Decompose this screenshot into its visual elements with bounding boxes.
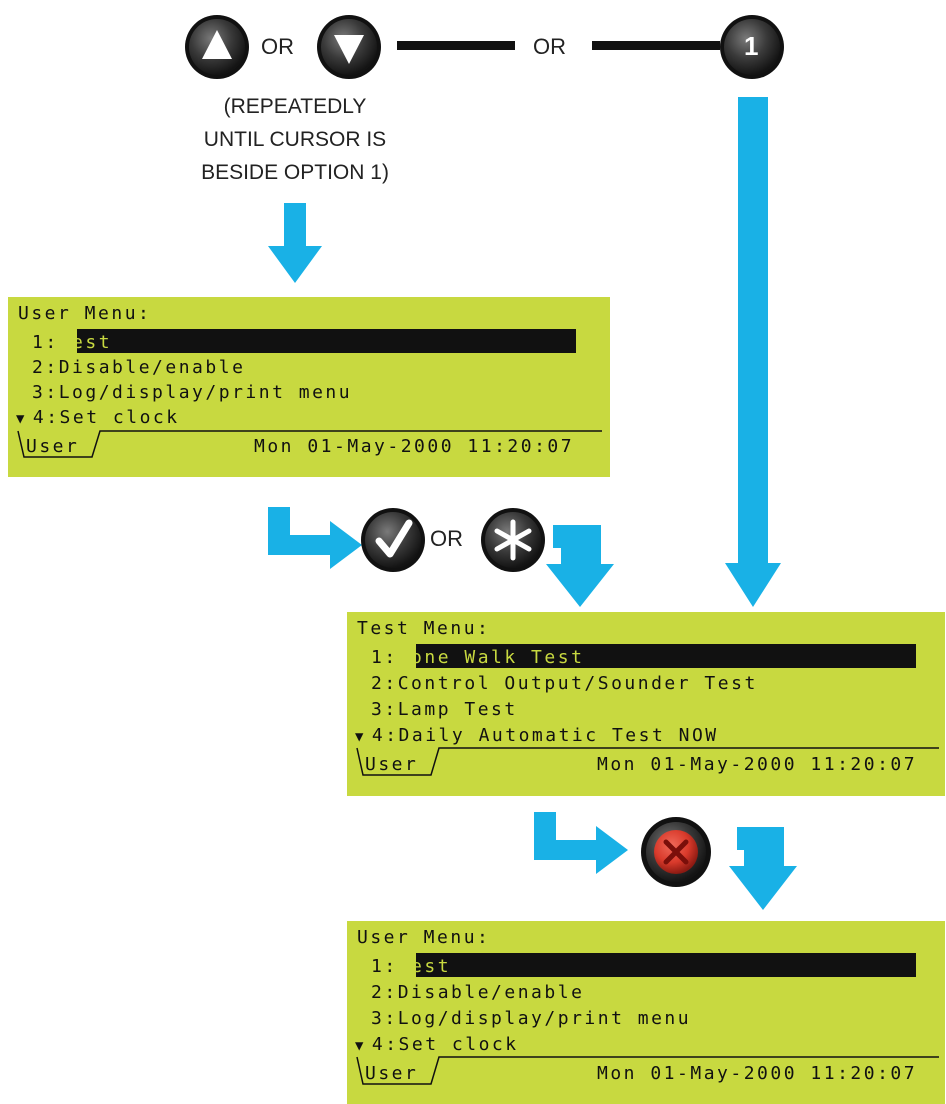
number-one-key-label: 1: [744, 31, 759, 61]
flow-arrow-bent-down-1: [546, 525, 614, 607]
lcd-screen-user-menu-return: User Menu: 1:Test 2:Disable/enable 3:Log…: [347, 921, 945, 1104]
selection-highlight: [416, 953, 916, 977]
menu-item-3[interactable]: 3:Log/display/print menu: [371, 1008, 692, 1029]
asterisk-icon: [494, 519, 532, 561]
menu-item-4[interactable]: ▼ 4:Set clock: [16, 407, 180, 428]
menu-item-number: 2:: [371, 982, 398, 1003]
menu-item-label: Disable/enable: [58, 357, 246, 378]
tick-icon: [375, 519, 413, 558]
menu-item-label: Test: [397, 956, 452, 977]
connector-line-right: [592, 41, 720, 50]
screen-title: User Menu:: [357, 927, 491, 948]
down-arrow-key[interactable]: [317, 15, 381, 79]
scroll-down-icon: ▼: [355, 729, 372, 745]
menu-item-label: Set clock: [398, 1034, 519, 1055]
flow-arrow-bent-right-2: [534, 812, 628, 874]
connector-line-left: [397, 41, 515, 50]
menu-item-1[interactable]: 1:Zone Walk Test: [371, 647, 585, 668]
status-tab: User: [26, 436, 80, 457]
menu-item-label: Log/display/print menu: [58, 382, 353, 403]
star-key[interactable]: [481, 508, 545, 572]
menu-item-number: 3:: [32, 382, 59, 403]
number-one-key[interactable]: [720, 15, 784, 79]
status-bar-frame: [17, 430, 602, 458]
menu-item-label: Daily Automatic Test NOW: [398, 725, 719, 746]
or-label-arrows: OR: [261, 34, 294, 59]
repeat-note: (REPEATEDLY UNTIL CURSOR IS BESIDE OPTIO…: [165, 90, 425, 189]
menu-item-2[interactable]: 2:Control Output/Sounder Test: [371, 673, 758, 694]
note-line-3: BESIDE OPTION 1): [201, 161, 389, 184]
menu-item-label: Log/display/print menu: [397, 1008, 692, 1029]
menu-item-1[interactable]: 1:Test: [371, 956, 452, 977]
scroll-down-icon: ▼: [16, 411, 33, 427]
menu-item-label: Control Output/Sounder Test: [397, 673, 758, 694]
selection-highlight: [416, 644, 916, 668]
menu-item-label: Lamp Test: [397, 699, 518, 720]
menu-item-label: Zone Walk Test: [397, 647, 585, 668]
close-icon: [663, 839, 689, 865]
screen-title: Test Menu:: [357, 618, 491, 639]
or-label-keys: OR: [430, 526, 463, 551]
note-line-2: UNTIL CURSOR IS: [203, 128, 387, 151]
selection-highlight: [77, 329, 576, 353]
enter-tick-key[interactable]: [361, 508, 425, 572]
menu-item-3[interactable]: 3:Lamp Test: [371, 699, 518, 720]
menu-item-4[interactable]: ▼ 4:Set clock: [355, 1034, 519, 1055]
menu-item-label: Test: [58, 332, 113, 353]
down-triangle-icon: [334, 35, 364, 64]
flow-arrow-bent-down-2: [729, 827, 797, 910]
menu-item-number: 3:: [371, 1008, 398, 1029]
scroll-down-icon: ▼: [355, 1038, 372, 1054]
menu-item-number: 4:: [371, 725, 399, 746]
status-datetime: Mon 01-May-2000 11:20:07: [597, 1063, 918, 1084]
cancel-x-key[interactable]: [641, 817, 711, 887]
menu-item-number: 2:: [32, 357, 59, 378]
flow-arrow-bent-right-1: [268, 507, 362, 569]
lcd-screen-user-menu: User Menu: 1:Test 2:Disable/enable 3:Log…: [8, 297, 610, 477]
status-tab: User: [365, 1063, 419, 1084]
menu-item-label: Disable/enable: [397, 982, 585, 1003]
lcd-screen-test-menu: Test Menu: 1:Zone Walk Test 2:Control Ou…: [347, 612, 945, 796]
status-bar-frame: [356, 747, 939, 776]
up-arrow-key[interactable]: [185, 15, 249, 79]
status-datetime: Mon 01-May-2000 11:20:07: [597, 754, 918, 775]
menu-item-number: 4:: [371, 1034, 399, 1055]
flow-arrow-down-1: [268, 203, 322, 283]
note-line-1: (REPEATEDLY: [223, 95, 367, 118]
menu-item-number: 1:: [371, 647, 398, 668]
status-bar-frame: [356, 1056, 939, 1085]
or-label-middle: OR: [533, 34, 566, 59]
menu-item-number: 4:: [32, 407, 60, 428]
screen-title: User Menu:: [18, 303, 152, 324]
menu-item-number: 2:: [371, 673, 398, 694]
up-triangle-icon: [202, 30, 232, 59]
menu-item-4[interactable]: ▼ 4:Daily Automatic Test NOW: [355, 725, 719, 746]
menu-item-number: 1:: [32, 332, 59, 353]
menu-item-1[interactable]: 1:Test: [32, 332, 113, 353]
menu-item-number: 3:: [371, 699, 398, 720]
menu-item-2[interactable]: 2:Disable/enable: [32, 357, 246, 378]
status-datetime: Mon 01-May-2000 11:20:07: [254, 436, 575, 457]
menu-item-label: Set clock: [59, 407, 180, 428]
menu-item-number: 1:: [371, 956, 398, 977]
menu-item-2[interactable]: 2:Disable/enable: [371, 982, 585, 1003]
flow-arrow-down-long: [725, 97, 781, 607]
menu-item-3[interactable]: 3:Log/display/print menu: [32, 382, 353, 403]
status-tab: User: [365, 754, 419, 775]
